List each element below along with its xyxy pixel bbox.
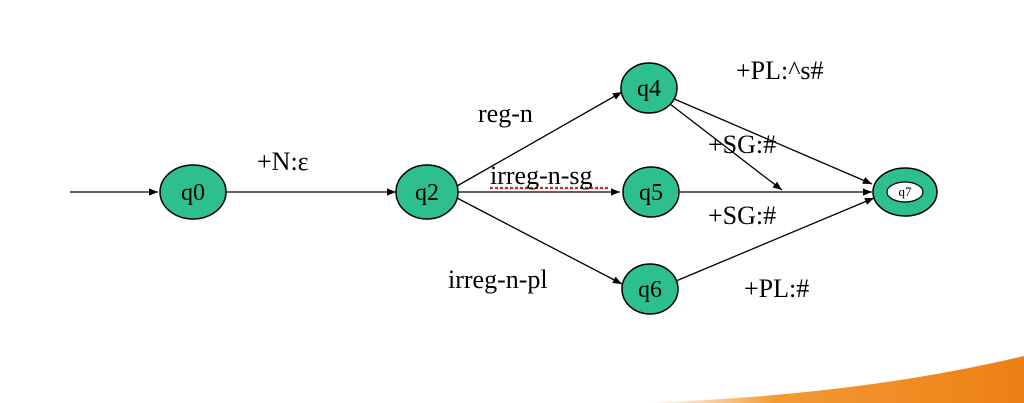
state-q0: q0 — [159, 164, 227, 220]
state-q4: q4 — [620, 62, 678, 114]
edge-label-q5-q7: +SG:# — [708, 201, 776, 230]
state-q7-label: q7 — [899, 184, 913, 199]
edge-label-q6-q7: +PL:# — [744, 274, 809, 303]
edge-q2-q4 — [456, 91, 623, 187]
edge-q6-q7 — [675, 197, 875, 282]
state-q6: q6 — [621, 263, 679, 315]
edge-q4-sg — [669, 103, 783, 191]
edge-q4-q7 — [671, 97, 873, 185]
state-q4-label: q4 — [637, 76, 661, 102]
edge-label-q4-q7: +PL:^s# — [736, 56, 824, 85]
state-q2-label: q2 — [415, 180, 439, 206]
edge-label-q4-sg: +SG:# — [708, 130, 776, 159]
accent-swoosh — [640, 356, 1024, 403]
state-q0-label: q0 — [181, 180, 205, 206]
state-q7-final: q7 — [872, 167, 938, 217]
edge-label-q2-q4: reg-n — [478, 99, 533, 128]
edge-q2-q6 — [456, 197, 623, 285]
state-q5: q5 — [622, 166, 680, 218]
edge-label-q2-q5: irreg-n-sg — [490, 161, 593, 190]
edge-label-q2-q6: irreg-n-pl — [448, 265, 548, 294]
state-q6-label: q6 — [638, 277, 662, 303]
state-q5-label: q5 — [639, 180, 663, 206]
state-q2: q2 — [395, 164, 459, 220]
edge-label-q0-q2: +N:ε — [257, 147, 309, 176]
